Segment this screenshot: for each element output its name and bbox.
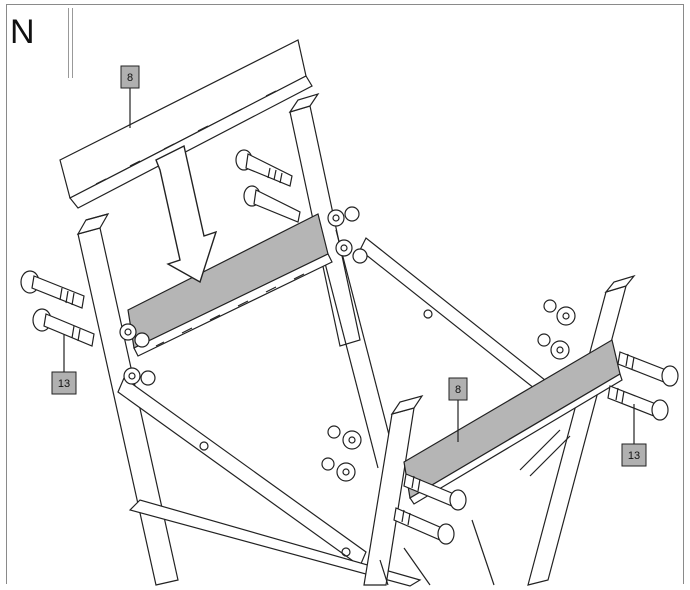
loose-support-plate bbox=[59, 39, 313, 209]
step-letter: N bbox=[10, 13, 35, 51]
step-divider-2 bbox=[72, 8, 73, 78]
step-divider bbox=[68, 8, 69, 78]
callout-part-13-right-label: 13 bbox=[628, 450, 640, 462]
bolt-left-1 bbox=[20, 270, 85, 309]
washer-nut-left bbox=[119, 323, 156, 386]
cross-braces bbox=[117, 237, 561, 587]
bolt-right-1 bbox=[617, 351, 679, 387]
callout-part-13-left: 13 bbox=[51, 371, 77, 395]
upper-support-plate bbox=[127, 213, 333, 357]
callout-part-13-right: 13 bbox=[621, 443, 647, 467]
left-back-leg bbox=[288, 92, 361, 347]
washer-nut-center bbox=[321, 425, 362, 482]
bolt-upper-1 bbox=[235, 149, 293, 187]
insert-direction-arrow bbox=[155, 144, 218, 284]
washer-nut-right-upper bbox=[537, 299, 576, 360]
instruction-frame bbox=[6, 4, 684, 584]
bolt-right-4 bbox=[393, 507, 455, 545]
right-back-leg bbox=[527, 274, 636, 586]
left-front-leg bbox=[76, 213, 179, 586]
callout-part-8-top-label: 8 bbox=[127, 72, 133, 84]
callout-part-13-left-label: 13 bbox=[58, 378, 70, 390]
callout-part-8-right-label: 8 bbox=[455, 384, 461, 396]
bolt-upper-2 bbox=[243, 185, 301, 223]
right-front-leg bbox=[363, 394, 424, 586]
washer-nut-upper-right bbox=[327, 206, 368, 264]
callout-part-8-top: 8 bbox=[120, 65, 140, 89]
callout-part-8-right: 8 bbox=[448, 377, 468, 401]
bolt-left-2 bbox=[32, 308, 95, 347]
right-support-plate bbox=[403, 339, 623, 505]
bolt-right-3 bbox=[403, 473, 467, 511]
bolt-right-2 bbox=[607, 385, 669, 421]
